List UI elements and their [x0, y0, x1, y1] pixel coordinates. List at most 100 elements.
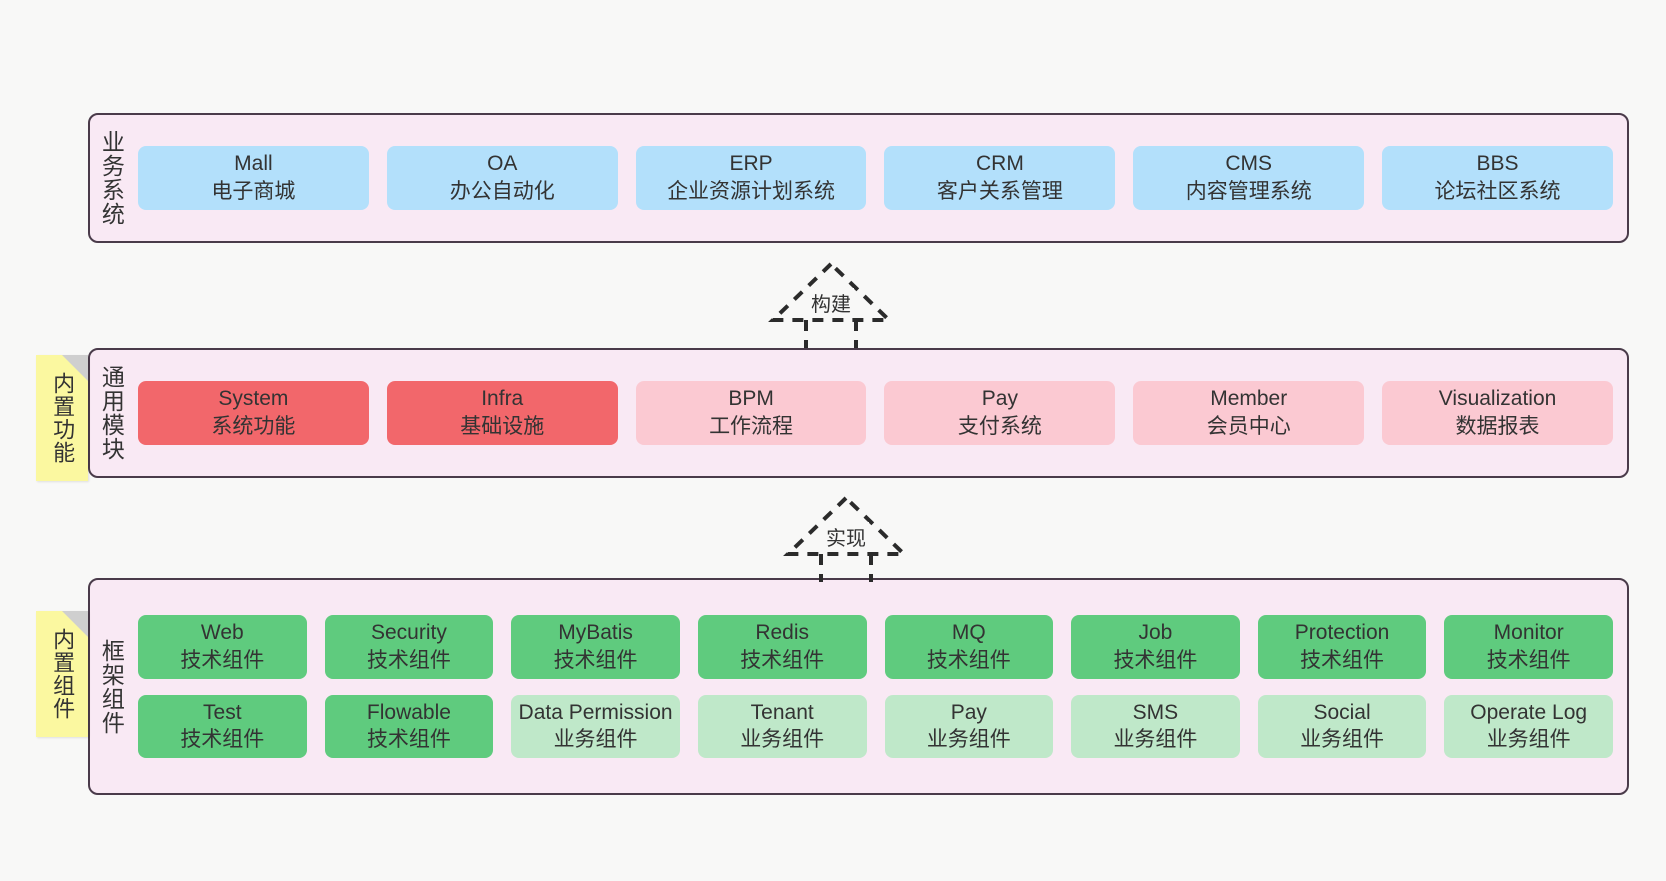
box-row: System 系统功能 Infra 基础设施 BPM 工作流程 Pay 支付系统… — [138, 381, 1613, 445]
node-crm[interactable]: CRM 客户关系管理 — [884, 146, 1116, 210]
layer-framework-components: 框架组件 Web 技术组件 Security 技术组件 MyBatis 技术组件… — [88, 578, 1629, 795]
layer-label-business-systems: 业务系统 — [98, 130, 125, 226]
node-subtitle: 论坛社区系统 — [1434, 180, 1561, 203]
node-operate-log[interactable]: Operate Log 业务组件 — [1444, 694, 1613, 758]
layer-business-systems: 业务系统 Mall 电子商城 OA 办公自动化 ERP 企业资源计划系统 CRM… — [88, 113, 1629, 243]
node-title: Monitor — [1493, 621, 1564, 645]
node-sms[interactable]: SMS 业务组件 — [1071, 694, 1240, 758]
connector-build: 构建 — [756, 258, 906, 348]
node-mall[interactable]: Mall 电子商城 — [138, 146, 369, 210]
node-subtitle: 业务组件 — [1486, 728, 1571, 752]
arrow-shaft — [804, 320, 858, 348]
node-subtitle: 技术组件 — [1486, 648, 1571, 672]
node-subtitle: 业务组件 — [1300, 728, 1385, 752]
node-subtitle: 业务组件 — [926, 728, 1011, 752]
node-subtitle: 业务组件 — [740, 728, 825, 752]
node-social[interactable]: Social 业务组件 — [1257, 694, 1427, 758]
sticky-note-label: 内置功能 — [50, 372, 76, 464]
node-subtitle: 办公自动化 — [449, 180, 555, 203]
node-redis[interactable]: Redis 技术组件 — [697, 615, 867, 679]
node-subtitle: 技术组件 — [1300, 648, 1385, 672]
node-cms[interactable]: CMS 内容管理系统 — [1133, 146, 1365, 210]
node-subtitle: 支付系统 — [957, 415, 1042, 438]
node-title: Data Permission — [518, 700, 673, 724]
node-monitor[interactable]: Monitor 技术组件 — [1444, 615, 1613, 679]
connector-label-build: 构建 — [808, 288, 854, 317]
sticky-note-builtin-features: 内置功能 — [36, 355, 88, 481]
node-web[interactable]: Web 技术组件 — [138, 615, 307, 679]
box-row: Web 技术组件 Security 技术组件 MyBatis 技术组件 Redi… — [138, 615, 1613, 679]
node-title: Pay — [981, 387, 1018, 411]
node-title: Infra — [481, 387, 524, 411]
node-title: Social — [1313, 700, 1371, 724]
node-title: MyBatis — [558, 621, 633, 645]
node-title: BBS — [1476, 152, 1519, 176]
node-data-permission[interactable]: Data Permission 业务组件 — [511, 694, 680, 758]
node-title: System — [218, 387, 289, 411]
node-subtitle: 业务组件 — [1113, 728, 1198, 752]
node-subtitle: 数据报表 — [1455, 415, 1540, 438]
node-title: Member — [1210, 387, 1288, 411]
box-row: Mall 电子商城 OA 办公自动化 ERP 企业资源计划系统 CRM 客户关系… — [138, 146, 1613, 210]
arrowhead-triangle — [768, 261, 894, 322]
arrowhead-triangle — [783, 495, 909, 556]
node-erp[interactable]: ERP 企业资源计划系统 — [635, 146, 867, 210]
node-subtitle: 系统功能 — [211, 415, 296, 438]
node-bpm[interactable]: BPM 工作流程 — [635, 381, 867, 445]
node-subtitle: 会员中心 — [1206, 415, 1291, 438]
layer-body-business-systems: Mall 电子商城 OA 办公自动化 ERP 企业资源计划系统 CRM 客户关系… — [132, 115, 1627, 241]
layer-body-common-modules: System 系统功能 Infra 基础设施 BPM 工作流程 Pay 支付系统… — [132, 350, 1627, 476]
layer-label-framework-components: 框架组件 — [98, 638, 125, 735]
node-title: Pay — [950, 700, 987, 724]
sticky-note-builtin-components: 内置组件 — [36, 611, 88, 737]
node-title: ERP — [729, 152, 773, 176]
node-system[interactable]: System 系统功能 — [138, 381, 369, 445]
node-title: CRM — [975, 152, 1024, 176]
node-job[interactable]: Job 技术组件 — [1071, 615, 1240, 679]
node-subtitle: 技术组件 — [553, 648, 638, 672]
box-row: Test 技术组件 Flowable 技术组件 Data Permission … — [138, 694, 1613, 758]
node-subtitle: 技术组件 — [366, 648, 451, 672]
node-member[interactable]: Member 会员中心 — [1133, 381, 1365, 445]
node-subtitle: 内容管理系统 — [1185, 180, 1312, 203]
node-test[interactable]: Test 技术组件 — [138, 694, 307, 758]
node-security[interactable]: Security 技术组件 — [324, 615, 494, 679]
node-mybatis[interactable]: MyBatis 技术组件 — [511, 615, 680, 679]
node-subtitle: 企业资源计划系统 — [667, 180, 836, 203]
connector-implement: 实现 — [771, 492, 921, 582]
node-visualization[interactable]: Visualization 数据报表 — [1382, 381, 1613, 445]
node-infra[interactable]: Infra 基础设施 — [386, 381, 618, 445]
node-subtitle: 技术组件 — [180, 648, 265, 672]
arrow-shaft — [819, 554, 873, 582]
node-flowable[interactable]: Flowable 技术组件 — [324, 694, 494, 758]
note-fold-corner-icon — [62, 611, 88, 637]
node-subtitle: 技术组件 — [366, 728, 451, 752]
node-pay-module[interactable]: Pay 支付系统 — [884, 381, 1116, 445]
node-subtitle: 技术组件 — [926, 648, 1011, 672]
node-bbs[interactable]: BBS 论坛社区系统 — [1382, 146, 1613, 210]
node-title: Test — [203, 700, 242, 724]
node-pay-component[interactable]: Pay 业务组件 — [884, 694, 1054, 758]
node-title: SMS — [1132, 700, 1179, 724]
node-subtitle: 客户关系管理 — [936, 180, 1063, 203]
node-title: Mall — [234, 152, 273, 176]
node-subtitle: 工作流程 — [709, 415, 794, 438]
node-subtitle: 基础设施 — [460, 415, 545, 438]
node-protection[interactable]: Protection 技术组件 — [1257, 615, 1427, 679]
node-subtitle: 技术组件 — [1113, 648, 1198, 672]
node-title: Flowable — [366, 700, 451, 724]
node-title: OA — [487, 152, 518, 176]
node-subtitle: 业务组件 — [553, 728, 638, 752]
node-title: Security — [371, 621, 447, 645]
node-subtitle: 技术组件 — [740, 648, 825, 672]
node-title: Web — [200, 621, 244, 645]
node-mq[interactable]: MQ 技术组件 — [884, 615, 1054, 679]
note-fold-corner-icon — [62, 355, 88, 381]
connector-label-implement: 实现 — [823, 522, 869, 551]
node-tenant[interactable]: Tenant 业务组件 — [697, 694, 867, 758]
node-oa[interactable]: OA 办公自动化 — [386, 146, 618, 210]
node-subtitle: 技术组件 — [180, 728, 265, 752]
node-title: Protection — [1294, 621, 1390, 645]
node-title: Operate Log — [1470, 700, 1588, 724]
